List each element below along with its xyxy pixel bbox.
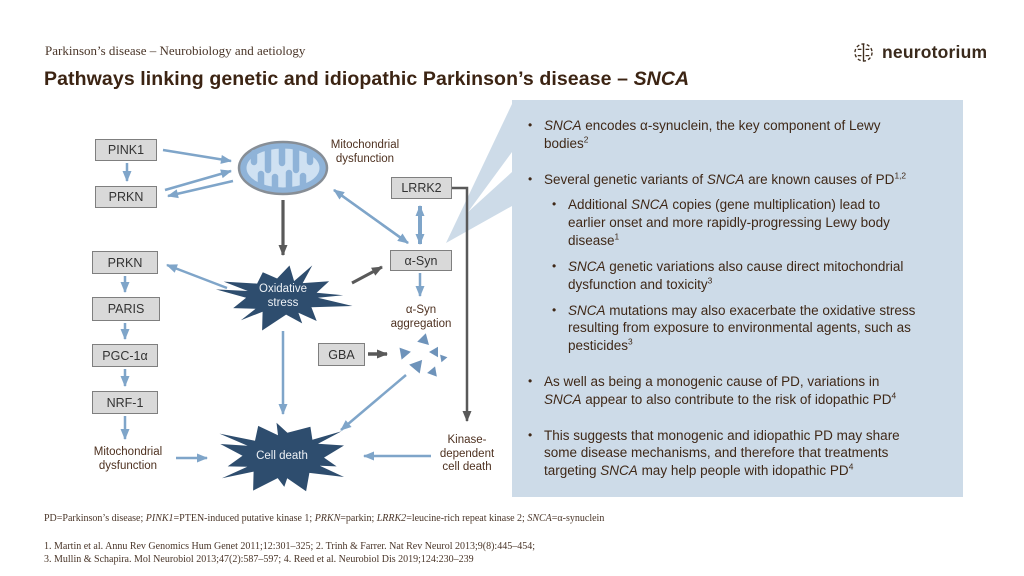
gene-box-prkn-top: PRKN	[95, 186, 157, 208]
label-kinase-dependent-cell-death: Kinase- dependent cell death	[439, 434, 495, 474]
page-title: Pathways linking genetic and idiopathic …	[44, 68, 690, 90]
logo-wordmark: neurotorium	[882, 42, 988, 62]
arrow-aggregates-to-cell-death	[340, 374, 407, 431]
bullet-dot: •	[528, 373, 533, 388]
gene-box-gba: GBA	[318, 343, 365, 366]
bullet-text: This suggests that monogenic and idiopat…	[544, 427, 900, 479]
gene-box-asyn: α-Syn	[390, 250, 452, 271]
arrow-prkn-to-mitochondria	[164, 169, 232, 192]
brain-logo-icon	[854, 43, 873, 62]
bullet-text: SNCA encodes α-synuclein, the key compon…	[544, 118, 881, 151]
bullet-text: Additional SNCA copies (gene multiplicat…	[568, 197, 890, 249]
bullet-text: Several genetic variants of SNCA are kno…	[544, 170, 907, 187]
gene-box-nrf1: NRF-1	[92, 391, 158, 414]
bullet-dot: •	[552, 197, 557, 212]
panel-bullet: • SNCA encodes α-synuclein, the key compo…	[528, 117, 949, 153]
bullet-text: As well as being a monogenic cause of PD…	[544, 373, 897, 407]
bullet-text: SNCA mutations may also exacerbate the o…	[568, 302, 916, 354]
bullet-dot: •	[552, 258, 557, 273]
panel-sub-bullet: • Additional SNCA copies (gene multiplica…	[552, 196, 949, 249]
snca-info-panel: • SNCA encodes α-synuclein, the key compo…	[512, 100, 963, 497]
panel-sub-bullet: • SNCA mutations may also exacerbate the …	[552, 302, 949, 355]
asyn-aggregates	[399, 333, 448, 377]
label-mitochondrial-dysfunction-top: Mitochondrial dysfunction	[330, 139, 400, 165]
panel-bullet: • This suggests that monogenic and idiopa…	[528, 427, 949, 480]
gene-box-prkn-mid: PRKN	[92, 251, 158, 274]
label-cell-death: Cell death	[256, 450, 308, 462]
mitochondrion-illustration	[237, 140, 329, 196]
panel-callout-wedge	[446, 104, 512, 243]
arrow-pink1-to-mitochondria	[162, 148, 232, 164]
bullet-dot: •	[528, 427, 533, 442]
gene-box-pgc1a: PGC-1α	[92, 344, 158, 367]
gene-box-paris: PARIS	[92, 297, 160, 321]
panel-bullet: • Several genetic variants of SNCA are kn…	[528, 171, 949, 189]
neurotorium-logo: neurotorium	[851, 40, 987, 65]
label-mitochondrial-dysfunction-bottom: Mitochondrial dysfunction	[93, 446, 163, 472]
gene-box-lrrk2: LRRK2	[391, 177, 452, 199]
bullet-text: SNCA genetic variations also cause direc…	[568, 258, 904, 292]
arrow-oxidative-stress-to-asyn	[351, 265, 383, 285]
bullet-dot: •	[528, 118, 533, 132]
panel-sub-bullet: • SNCA genetic variations also cause dire…	[552, 258, 949, 294]
label-oxidative-stress: Oxidative stress	[259, 283, 307, 309]
gene-box-pink1: PINK1	[95, 139, 157, 161]
bullet-dot: •	[552, 302, 557, 317]
label-asyn-aggregation: α-Syn aggregation	[390, 304, 452, 330]
reference-line-1: 1. Martin et al. Annu Rev Genomics Hum G…	[44, 541, 535, 552]
arrow-oxidative-stress-to-prkn	[166, 263, 228, 290]
panel-bullet: • As well as being a monogenic cause of P…	[528, 373, 949, 409]
arrow-mitochondria-to-prkn	[167, 179, 234, 199]
slide-eyebrow: Parkinson’s disease – Neurobiology and a…	[45, 43, 306, 58]
bullet-dot: •	[528, 171, 533, 186]
reference-line-2: 3. Mullin & Schapira. Mol Neurobiol 2013…	[44, 554, 474, 565]
abbreviations-footnote: PD=Parkinson’s disease; PINK1=PTEN-induc…	[44, 513, 605, 524]
